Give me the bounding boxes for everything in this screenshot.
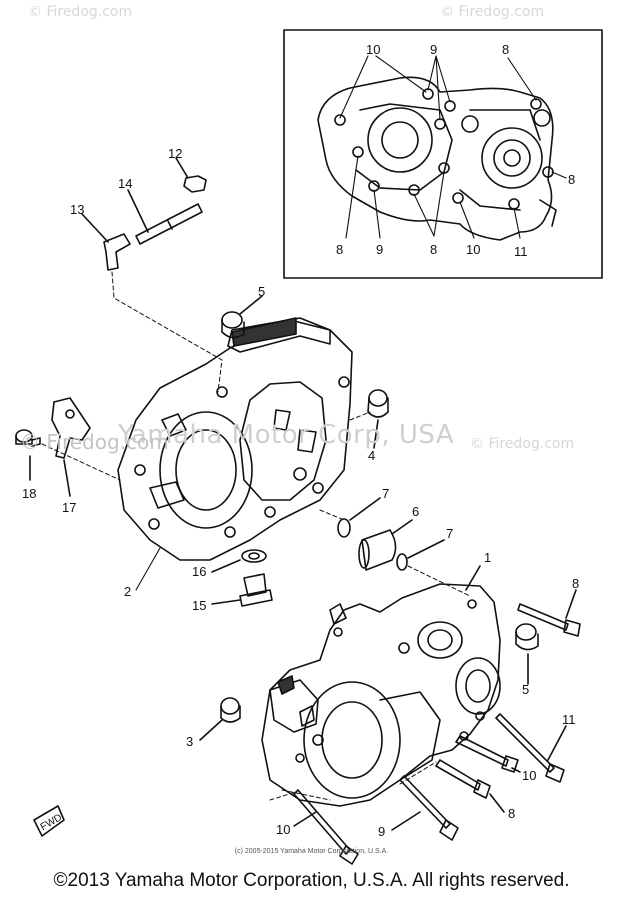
inset-callout: 8	[568, 172, 575, 187]
callout: 9	[378, 824, 385, 839]
callout: 17	[62, 500, 76, 515]
callout: 4	[368, 448, 375, 463]
inset-callout: 10	[466, 242, 480, 257]
part-15-drain-plug	[211, 573, 273, 607]
inset-leader-lines	[339, 55, 567, 239]
callout: 8	[572, 576, 579, 591]
callout: 5	[258, 284, 265, 299]
left-crankcase	[117, 317, 353, 561]
part-9-bolt	[391, 775, 459, 841]
callout: 1	[484, 550, 491, 565]
callout: 16	[192, 564, 206, 579]
callout: 3	[186, 734, 193, 749]
inset-bolts	[334, 88, 554, 210]
watermark-middle: © Firedog.com	[20, 430, 169, 454]
part-7-oring-upper	[337, 497, 381, 538]
fwd-marker: FWD	[33, 805, 65, 837]
watermark-yamaha: Yamaha Motor Corp, USA	[118, 420, 455, 450]
right-crankcase	[261, 565, 501, 807]
callout: 11	[562, 712, 576, 727]
watermark-top-left: © Firedog.com	[28, 4, 133, 20]
part-8-bolt-upper	[517, 589, 581, 637]
callout: 7	[446, 526, 453, 541]
callout: 7	[382, 486, 389, 501]
inset-callout-labels: 10 9 8 8 8 9 8 10 11	[336, 42, 575, 259]
part-16-washer	[211, 549, 267, 573]
part-4-dowel	[349, 389, 389, 449]
inset-callout: 9	[376, 242, 383, 257]
part-7-oring-lower	[396, 539, 445, 571]
callout: 2	[124, 584, 131, 599]
part-14-hose	[127, 189, 203, 245]
inset-callout: 8	[502, 42, 509, 57]
callout: 18	[22, 486, 36, 501]
callout: 5	[522, 682, 529, 697]
part-6-collar	[358, 519, 413, 571]
leader-2	[135, 547, 161, 591]
callout: 8	[508, 806, 515, 821]
watermark-top-right: © Firedog.com	[440, 4, 545, 20]
inset-callout: 10	[366, 42, 380, 57]
part-8-bolt-lower	[435, 759, 505, 813]
copyright-small: (c) 2005-2015 Yamaha Motor Corporation, …	[234, 848, 389, 855]
inset-box	[283, 29, 603, 279]
callout: 12	[168, 146, 182, 161]
part-3-dowel	[199, 697, 241, 741]
inset-callout: 8	[336, 242, 343, 257]
dashed-guide-17	[41, 443, 121, 481]
inset-callout: 11	[514, 244, 528, 259]
watermark-middle-right: © Firedog.com	[470, 436, 575, 452]
callout: 6	[412, 504, 419, 519]
part-10-bolt-right	[455, 735, 521, 773]
callout: 10	[276, 822, 290, 837]
part-5-right-dowel	[515, 623, 539, 685]
callout: 10	[522, 768, 536, 783]
inset-callout: 9	[430, 42, 437, 57]
callout: 14	[118, 176, 132, 191]
part-11-bolt	[495, 713, 567, 783]
callout: 15	[192, 598, 206, 613]
copyright-main: ©2013 Yamaha Motor Corporation, U.S.A. A…	[53, 870, 570, 891]
part-12-clamp	[175, 157, 207, 193]
part-17-bracket	[51, 397, 91, 497]
inset-crankcase-outline	[317, 76, 557, 241]
inset-callout: 8	[430, 242, 437, 257]
dashed-guide-13	[111, 271, 223, 393]
part-18-bolt	[15, 429, 41, 481]
part-13-elbow	[81, 213, 131, 271]
part-5-top-dowel	[221, 295, 263, 339]
callout: 13	[70, 202, 84, 217]
callout-labels: 12 14 13 5 4 18 17 2 7 6 7 16 15 1 8 5 3…	[22, 146, 579, 839]
